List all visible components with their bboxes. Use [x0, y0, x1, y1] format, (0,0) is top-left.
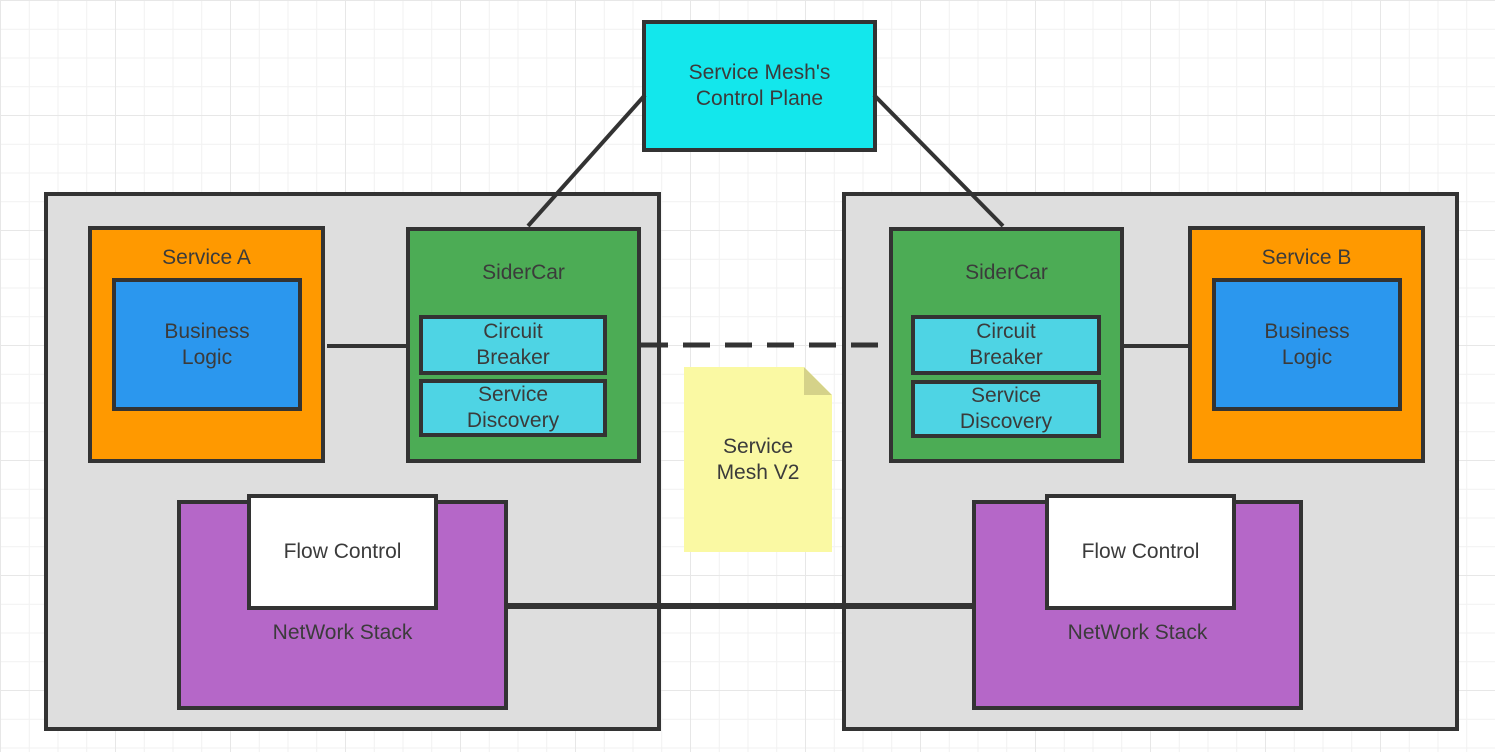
node-circuit-breaker-right-label: Circuit Breaker	[969, 320, 1043, 369]
node-control-plane: Service Mesh's Control Plane	[642, 20, 877, 152]
sticky-note-service-mesh-v2: Service Mesh V2	[684, 367, 832, 552]
node-circuit-breaker-left-label: Circuit Breaker	[476, 320, 550, 369]
node-business-logic-left: Business Logic	[112, 278, 302, 411]
node-business-logic-right-label: Business Logic	[1264, 319, 1350, 369]
node-service-b-label: Service B	[1261, 246, 1352, 269]
node-flow-control-left: Flow Control	[247, 494, 438, 610]
node-service-discovery-left: Service Discovery	[419, 379, 607, 437]
note-fold-corner	[804, 367, 832, 395]
node-network-stack-left-label: NetWork Stack	[272, 621, 413, 644]
node-control-plane-label: Service Mesh's Control Plane	[688, 61, 831, 110]
node-service-discovery-left-label: Service Discovery	[466, 383, 560, 432]
node-circuit-breaker-left: Circuit Breaker	[419, 315, 607, 375]
node-service-discovery-right: Service Discovery	[911, 380, 1101, 438]
node-circuit-breaker-right: Circuit Breaker	[911, 315, 1101, 375]
node-flow-control-right-label: Flow Control	[1081, 540, 1200, 563]
node-sidecar-right-label: SiderCar	[965, 261, 1048, 284]
node-flow-control-right: Flow Control	[1045, 494, 1236, 610]
node-service-a-label: Service A	[162, 246, 251, 269]
sticky-note-label: Service Mesh V2	[716, 434, 800, 484]
node-sidecar-left-label: SiderCar	[482, 261, 565, 284]
node-service-discovery-right-label: Service Discovery	[959, 384, 1053, 433]
node-business-logic-left-label: Business Logic	[164, 319, 250, 369]
node-network-stack-right-label: NetWork Stack	[1067, 621, 1208, 644]
node-business-logic-right: Business Logic	[1212, 278, 1402, 411]
node-flow-control-left-label: Flow Control	[283, 540, 402, 563]
